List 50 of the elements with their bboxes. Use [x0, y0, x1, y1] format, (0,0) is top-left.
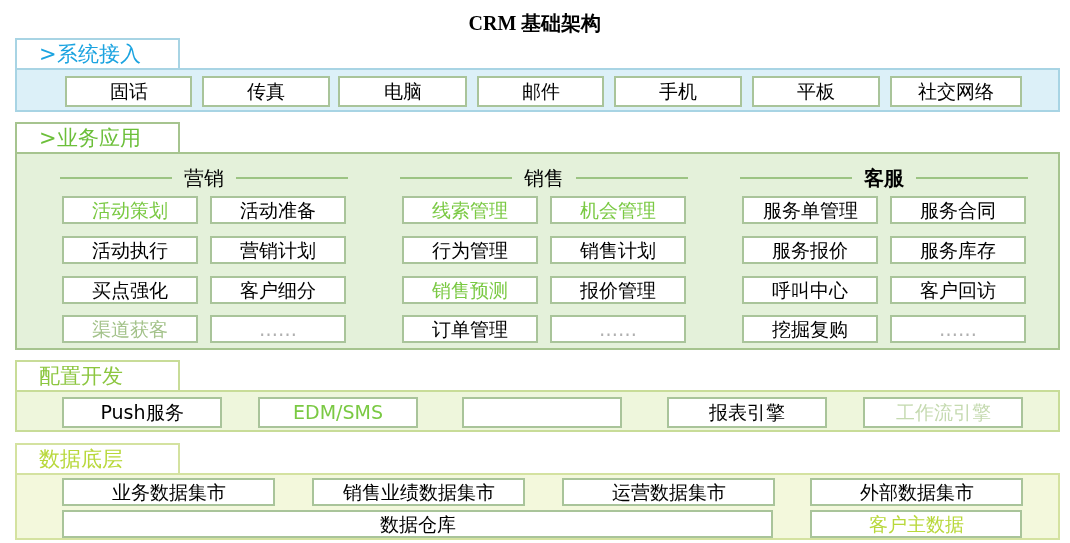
module-box: 订单管理	[402, 315, 538, 343]
module-box: 营销计划	[210, 236, 346, 264]
module-box: ……	[890, 315, 1026, 343]
module-box: 呼叫中心	[742, 276, 878, 304]
module-box: 社交网络	[890, 76, 1022, 107]
module-box: 业务数据集市	[62, 478, 275, 506]
module-box: 固话	[65, 76, 192, 107]
module-box: 服务库存	[890, 236, 1026, 264]
group-heading: 销售	[524, 165, 564, 192]
module-box: 挖掘复购	[742, 315, 878, 343]
module-box: 渠道获客	[62, 315, 198, 343]
layer-tab: >业务应用	[15, 122, 180, 153]
group-heading: 客服	[864, 165, 904, 192]
module-box: 客户回访	[890, 276, 1026, 304]
module-box: 平板	[752, 76, 880, 107]
layer-tab: 配置开发	[15, 360, 180, 391]
layer-tab: 数据底层	[15, 443, 180, 474]
module-box: 客户主数据	[810, 510, 1022, 538]
module-box: 销售计划	[550, 236, 686, 264]
module-box: 服务合同	[890, 196, 1026, 224]
module-box: 数据仓库	[62, 510, 773, 538]
module-box: ……	[550, 315, 686, 343]
module-box: 客户细分	[210, 276, 346, 304]
module-box: 活动准备	[210, 196, 346, 224]
module-box: 运营数据集市	[562, 478, 775, 506]
module-box: 电脑	[338, 76, 467, 107]
module-box: 买点强化	[62, 276, 198, 304]
module-box: 传真	[202, 76, 330, 107]
module-box: 线索管理	[402, 196, 538, 224]
module-box: 服务报价	[742, 236, 878, 264]
module-box: 外部数据集市	[810, 478, 1023, 506]
module-box: 手机	[614, 76, 742, 107]
module-box: 机会管理	[550, 196, 686, 224]
module-box: 工作流引擎	[863, 397, 1023, 428]
module-box: 邮件	[477, 76, 604, 107]
module-box: 活动执行	[62, 236, 198, 264]
module-box: Push服务	[62, 397, 222, 428]
diagram-title: CRM 基础架构	[467, 11, 603, 36]
module-box: EDM/SMS	[258, 397, 418, 428]
group-heading: 营销	[184, 165, 224, 192]
module-box: 报表引擎	[667, 397, 827, 428]
module-box: 报价管理	[550, 276, 686, 304]
module-box: 活动策划	[62, 196, 198, 224]
module-box: 销售业绩数据集市	[312, 478, 525, 506]
module-box: 行为管理	[402, 236, 538, 264]
module-box: 销售预测	[402, 276, 538, 304]
layer-tab: >系统接入	[15, 38, 180, 69]
module-box: 服务单管理	[742, 196, 878, 224]
module-box: ……	[210, 315, 346, 343]
empty-box	[462, 397, 622, 428]
